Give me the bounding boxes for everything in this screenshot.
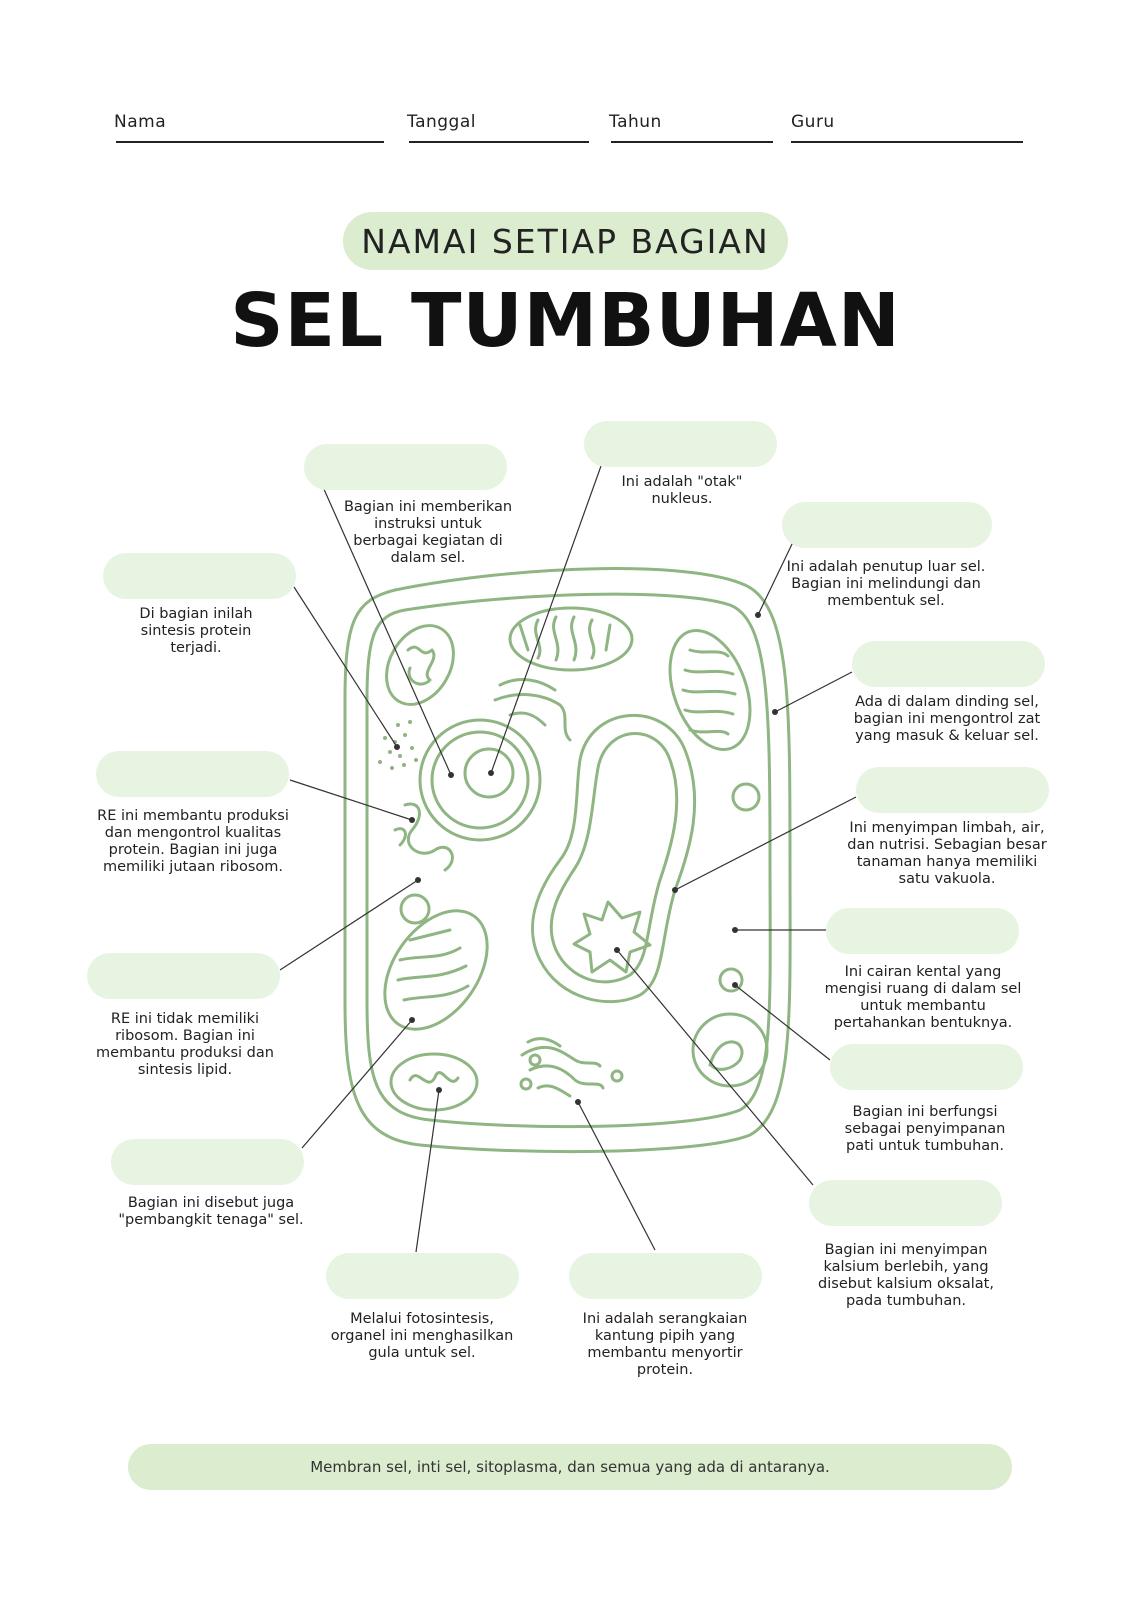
answer-blank-cell-wall[interactable]: [782, 502, 992, 548]
answer-blank-golgi[interactable]: [569, 1253, 762, 1299]
year-field-line[interactable]: [611, 141, 773, 143]
mitochondria-bottom: [389, 1052, 479, 1112]
mitochondria-top-left: [385, 624, 455, 706]
page-title: SEL TUMBUHAN: [230, 278, 901, 364]
year-field-label: Tahun: [609, 112, 662, 132]
druse-crystal: [572, 900, 652, 974]
golgi: [520, 1037, 605, 1098]
cell-wall: [343, 567, 792, 1154]
desc-druse-crystal: Bagian ini menyimpan kalsium berlebih, y…: [818, 1242, 994, 1309]
answer-blank-druse-crystal[interactable]: [809, 1180, 1002, 1226]
teacher-field-line[interactable]: [791, 141, 1023, 143]
desc-nucleus: Ini adalah "otak" nukleus.: [621, 474, 743, 507]
answer-blank-rough-er[interactable]: [96, 751, 289, 797]
answer-blank-cytoplasm[interactable]: [826, 908, 1019, 954]
footer-pill: Membran sel, inti sel, sitoplasma, dan s…: [128, 1444, 1012, 1490]
desc-vacuole: Ini menyimpan limbah, air, dan nutrisi. …: [847, 820, 1047, 887]
ribosome-dots: [378, 720, 418, 770]
desc-cell-wall: Ini adalah penutup luar sel. Bagian ini …: [786, 559, 986, 609]
desc-cell-membrane: Ada di dalam dinding sel, bagian ini men…: [853, 694, 1041, 744]
answer-blank-ribosome[interactable]: [103, 553, 296, 599]
amyloplast: [691, 1012, 769, 1088]
date-field-label: Tanggal: [407, 112, 476, 132]
chloroplast-left: [383, 909, 489, 1031]
answer-blank-mitochondria[interactable]: [111, 1139, 304, 1185]
answer-blank-nucleus[interactable]: [584, 421, 777, 467]
date-field-line[interactable]: [409, 141, 589, 143]
nucleus: [418, 718, 542, 842]
chloroplast-top: [508, 606, 634, 672]
desc-rough-er: RE ini membantu produksi dan mengontrol …: [97, 808, 289, 875]
answer-blank-amyloplast[interactable]: [830, 1044, 1023, 1090]
chloroplast-right: [668, 628, 752, 752]
answer-blank-cell-membrane[interactable]: [852, 641, 1045, 687]
name-field-line[interactable]: [116, 141, 384, 143]
answer-blank-chloroplast[interactable]: [326, 1253, 519, 1299]
desc-mitochondria: Bagian ini disebut juga "pembangkit tena…: [118, 1195, 304, 1228]
answer-blank-smooth-er[interactable]: [87, 953, 280, 999]
rough-er: [403, 802, 454, 872]
desc-nucleolus: Bagian ini memberikan instruksi untuk be…: [343, 499, 513, 566]
answer-blank-nucleolus[interactable]: [304, 444, 507, 490]
desc-smooth-er: RE ini tidak memiliki ribosom. Bagian in…: [96, 1011, 274, 1078]
desc-ribosome: Di bagian inilah sintesis protein terjad…: [139, 606, 253, 656]
vacuole: [531, 714, 697, 1003]
vacuole-inner: [549, 732, 679, 984]
desc-amyloplast: Bagian ini berfungsi sebagai penyimpanan…: [844, 1104, 1006, 1154]
answer-blank-vacuole[interactable]: [856, 767, 1049, 813]
desc-chloroplast: Melalui fotosintesis, organel ini mengha…: [330, 1311, 514, 1361]
desc-golgi: Ini adalah serangkaian kantung pipih yan…: [582, 1311, 748, 1378]
footer-text: Membran sel, inti sel, sitoplasma, dan s…: [310, 1458, 830, 1476]
nucleus-inner: [430, 730, 530, 830]
cell-membrane: [365, 592, 772, 1129]
subtitle: NAMAI SETIAP BAGIAN: [361, 221, 770, 261]
desc-cytoplasm: Ini cairan kental yang mengisi ruang di …: [824, 964, 1022, 1031]
name-field-label: Nama: [114, 112, 167, 132]
subtitle-pill: NAMAI SETIAP BAGIAN: [343, 212, 788, 270]
golgi-top: [493, 678, 572, 742]
teacher-field-label: Guru: [791, 112, 835, 132]
nucleolus: [463, 747, 515, 799]
